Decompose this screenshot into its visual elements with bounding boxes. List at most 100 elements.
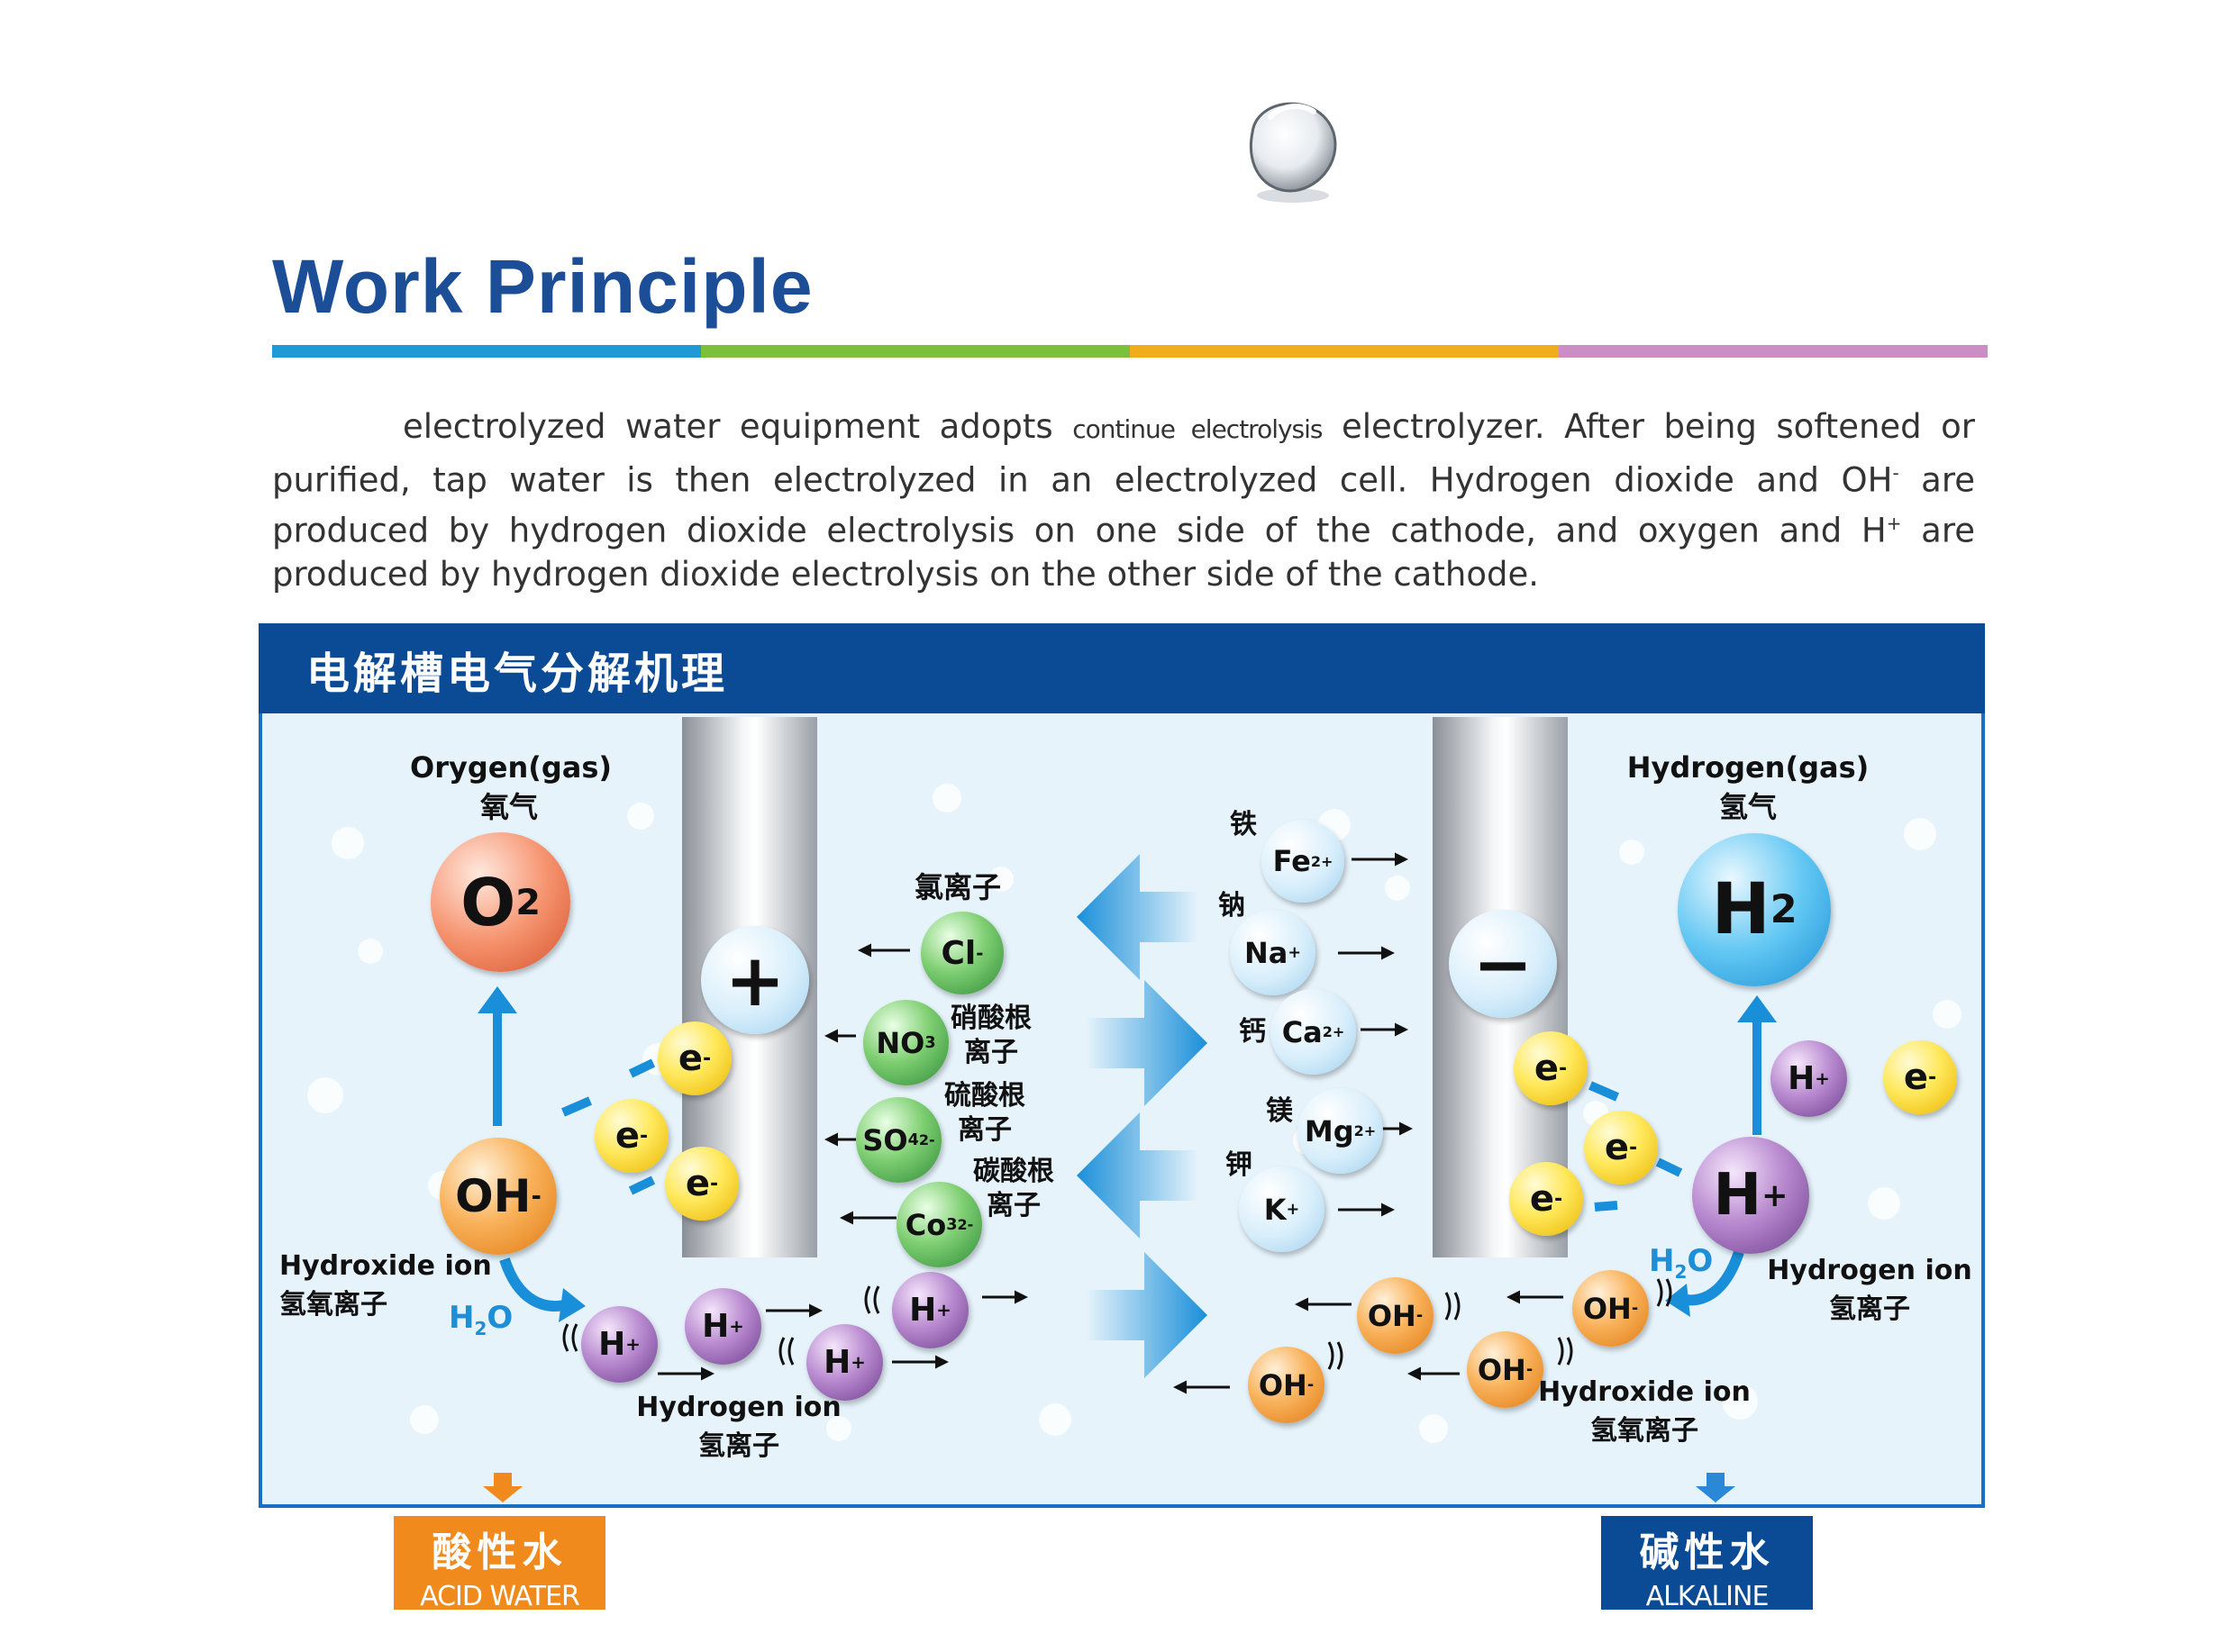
e-sup: - (640, 1124, 649, 1148)
ca-sup: 2+ (1322, 1023, 1345, 1040)
h2o-o: O (1687, 1243, 1714, 1279)
accent-bar-blue (272, 345, 701, 358)
h2o-label-right: H2O (1649, 1243, 1713, 1283)
carbonate-ion-cn-label: 碳酸根 离子 (973, 1155, 1054, 1223)
h2o-h: H (1649, 1243, 1675, 1279)
carbonate-cn-2: 离子 (987, 1190, 1041, 1221)
k-sup: + (1286, 1200, 1300, 1219)
fe-text: Fe (1272, 844, 1311, 878)
co3-sup: 2- (957, 1216, 974, 1233)
hydroxide-ion-label-left: Hydroxide ion 氢氧离子 (279, 1250, 492, 1321)
hydroxide-en: Hydroxide ion (279, 1250, 492, 1282)
alkaline-water-cn: 碱性水 (1639, 1529, 1775, 1575)
potassium-cn-label: 钾 (1225, 1149, 1252, 1181)
alkaline-water-badge: 碱性水 ALKALINE WATER (1601, 1516, 1813, 1644)
oh-text: OH (1582, 1291, 1632, 1326)
e-sup: - (1559, 1057, 1568, 1080)
e-text: e (678, 1038, 703, 1079)
hydrogen-gas-label: Hydrogen(gas) 氢气 (1626, 750, 1870, 826)
hydrogen-ion-cn: 氢离子 (1829, 1293, 1910, 1325)
ca-text: Ca (1281, 1014, 1323, 1049)
oh-text: OH (455, 1170, 532, 1222)
cl-sup: - (976, 942, 984, 964)
e-sup: - (703, 1047, 712, 1070)
oh-sup: - (1631, 1299, 1639, 1318)
sulfate-cn-1: 硫酸根 (944, 1080, 1025, 1112)
nitrate-ion-cn-label: 硝酸根 离子 (951, 1002, 1032, 1070)
water-drop-icon (1250, 102, 1337, 203)
oh-sup: - (1415, 1306, 1424, 1325)
oh-text: OH (1258, 1367, 1307, 1402)
e-text: e (1903, 1057, 1928, 1098)
h-text: H (1713, 1162, 1762, 1229)
h-text: H (598, 1326, 626, 1363)
oh-text: OH (1367, 1298, 1416, 1333)
carbonate-cn-1: 碳酸根 (973, 1156, 1054, 1187)
page-title: Work Principle (272, 244, 814, 329)
oxygen-gas-label: Orygen(gas) 氧气 (410, 750, 613, 826)
electron-right-3: e- (1509, 1162, 1583, 1236)
fe-sup: 2+ (1310, 852, 1333, 870)
h-text: H (1788, 1060, 1816, 1097)
h-text: H (824, 1344, 851, 1381)
panel-header (259, 623, 1985, 713)
sulfate-ion-cn-label: 硫酸根 离子 (944, 1079, 1025, 1148)
e-text: e (1534, 1048, 1559, 1089)
chloride-ion-cn-label: 氯离子 (915, 870, 1002, 904)
oh-ion-right-2: OH- (1572, 1270, 1649, 1347)
hydrogen-ion-en: Hydrogen ion (1767, 1255, 1972, 1286)
o2-sub: 2 (515, 881, 541, 923)
e-sup: - (1554, 1187, 1563, 1211)
intro-paragraph: electrolyzed water equipment adopts cont… (272, 407, 1976, 594)
nitrate-cn-1: 硝酸根 (951, 1003, 1032, 1034)
electron-left-3: e- (665, 1147, 739, 1221)
e-text: e (1529, 1178, 1554, 1220)
electron-right-free: e- (1883, 1040, 1957, 1114)
hydroxide-ion-label-right: Hydroxide ion 氢氧离子 (1536, 1376, 1752, 1448)
electron-right-2: e- (1584, 1111, 1658, 1185)
magnesium-cn-label: 镁 (1266, 1095, 1293, 1127)
accent-bar-green (701, 345, 1130, 358)
oh-sup: - (531, 1182, 542, 1211)
mg-sup: 2+ (1353, 1122, 1377, 1139)
h-text: H (909, 1292, 937, 1329)
hydrogen-ion-cn: 氢离子 (698, 1430, 779, 1462)
h2o-h: H (449, 1300, 475, 1336)
no3-text: NO (876, 1025, 925, 1060)
h2-sub: 2 (1770, 887, 1798, 932)
hydrogen-gas-en: Hydrogen(gas) (1626, 750, 1870, 785)
nitrate-cn-2: 离子 (964, 1037, 1018, 1068)
oh-ion-right-1: OH- (1357, 1277, 1434, 1354)
hydrogen-ion-label-right: Hydrogen ion 氢离子 (1766, 1255, 1973, 1326)
accent-bar-orange (1130, 345, 1559, 358)
e-text: e (1604, 1127, 1629, 1168)
oh-sup: - (1306, 1375, 1315, 1394)
h-sup: + (1815, 1068, 1830, 1089)
oxygen-gas-en: Orygen(gas) (410, 750, 613, 785)
h2o-o: O (487, 1300, 514, 1336)
no3-sub: 3 (924, 1033, 936, 1052)
plus-sign: + (724, 938, 786, 1022)
acid-water-cn: 酸性水 (432, 1529, 568, 1575)
hydrogen-ion-label-left: Hydrogen ion 氢离子 (631, 1392, 847, 1463)
electron-left-2: e- (595, 1099, 669, 1173)
mg-text: Mg (1304, 1113, 1354, 1148)
acid-water-en: ACID WATER (420, 1581, 580, 1612)
intro-part-4: are produced by hydrogen dioxide electro… (272, 460, 1975, 550)
h-sup: + (729, 1316, 744, 1337)
na-ion: Na+ (1230, 910, 1315, 995)
minus-sign: − (1472, 921, 1534, 1006)
oh-ion-left: OH- (440, 1138, 557, 1255)
h-ion-left-3: H+ (806, 1324, 883, 1401)
oh-ion-right-4: OH- (1467, 1331, 1543, 1408)
hydroxide-en: Hydroxide ion (1538, 1376, 1751, 1408)
cl-ion: Cl- (921, 912, 1004, 994)
h2o-sub: 2 (474, 1317, 487, 1339)
intro-part-1: electrolyzed water equipment adopts (403, 407, 1053, 446)
sulfate-cn-2: 离子 (958, 1114, 1012, 1146)
hydrogen-gas-cn: 氢气 (1718, 790, 1777, 824)
accent-bar-pink (1559, 345, 1988, 358)
